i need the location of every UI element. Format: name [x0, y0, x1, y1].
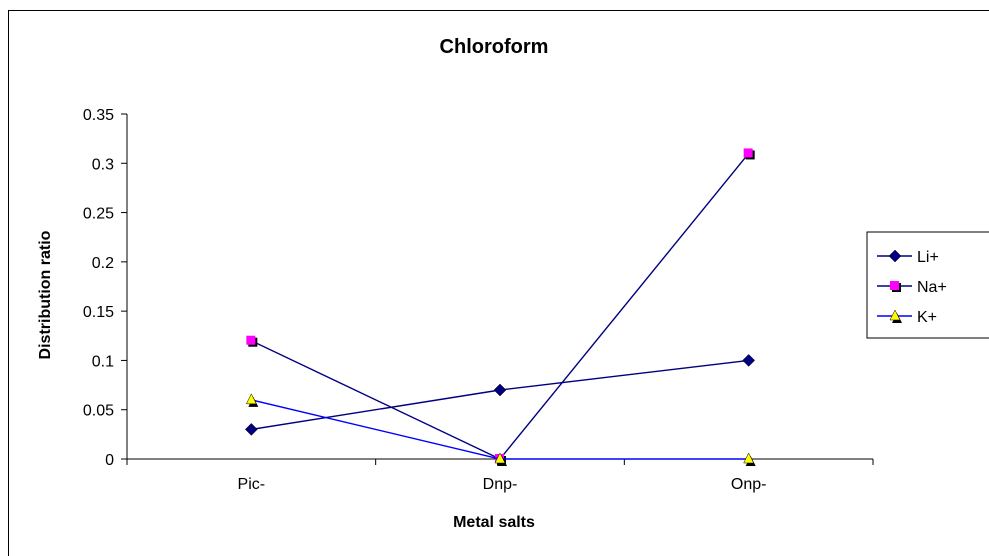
legend-box [866, 231, 989, 339]
data-point-triangle [245, 393, 257, 405]
legend-marker-square [890, 281, 899, 290]
chart-title: Chloroform [440, 36, 549, 58]
chart-frame [8, 10, 989, 556]
series-li [244, 354, 756, 436]
legend-item: K+ [877, 309, 937, 326]
legend-item: Li+ [877, 249, 939, 266]
legend-item: Na+ [877, 279, 947, 296]
legend-label: Na+ [917, 279, 947, 296]
data-point-diamond [244, 423, 258, 436]
data-point-square [246, 335, 256, 345]
x-tick-label: Pic- [238, 476, 266, 493]
y-tick-label: 0.2 [92, 255, 114, 272]
y-tick-label: 0.35 [83, 107, 114, 124]
data-point-diamond [493, 383, 507, 397]
series-line [251, 152, 750, 460]
data-point-diamond [742, 354, 756, 367]
x-tick-label: Dnp- [483, 476, 518, 493]
y-tick-label: 0 [105, 452, 114, 469]
series-line [251, 399, 749, 460]
legend-label: K+ [917, 309, 937, 326]
data-point-triangle [743, 452, 755, 464]
series-k [245, 393, 756, 466]
legend-marker-triangle [889, 309, 901, 321]
y-tick-label: 0.05 [83, 403, 114, 420]
y-tick-label: 0.1 [92, 353, 114, 370]
y-tick-label: 0.25 [83, 206, 114, 223]
x-tick-label: Onp- [731, 476, 767, 493]
data-point-triangle [494, 452, 506, 464]
legend-marker-diamond [888, 249, 902, 263]
legend-label: Li+ [917, 249, 939, 266]
data-point-square [743, 148, 753, 158]
series-layer [244, 148, 756, 466]
x-axis-title: Metal salts [453, 514, 535, 531]
y-tick-label: 0.3 [92, 156, 114, 173]
y-axis-title: Distribution ratio [37, 230, 54, 359]
legend: Li+ Na+ K+ [866, 231, 989, 339]
y-tick-label: 0.15 [83, 304, 114, 321]
